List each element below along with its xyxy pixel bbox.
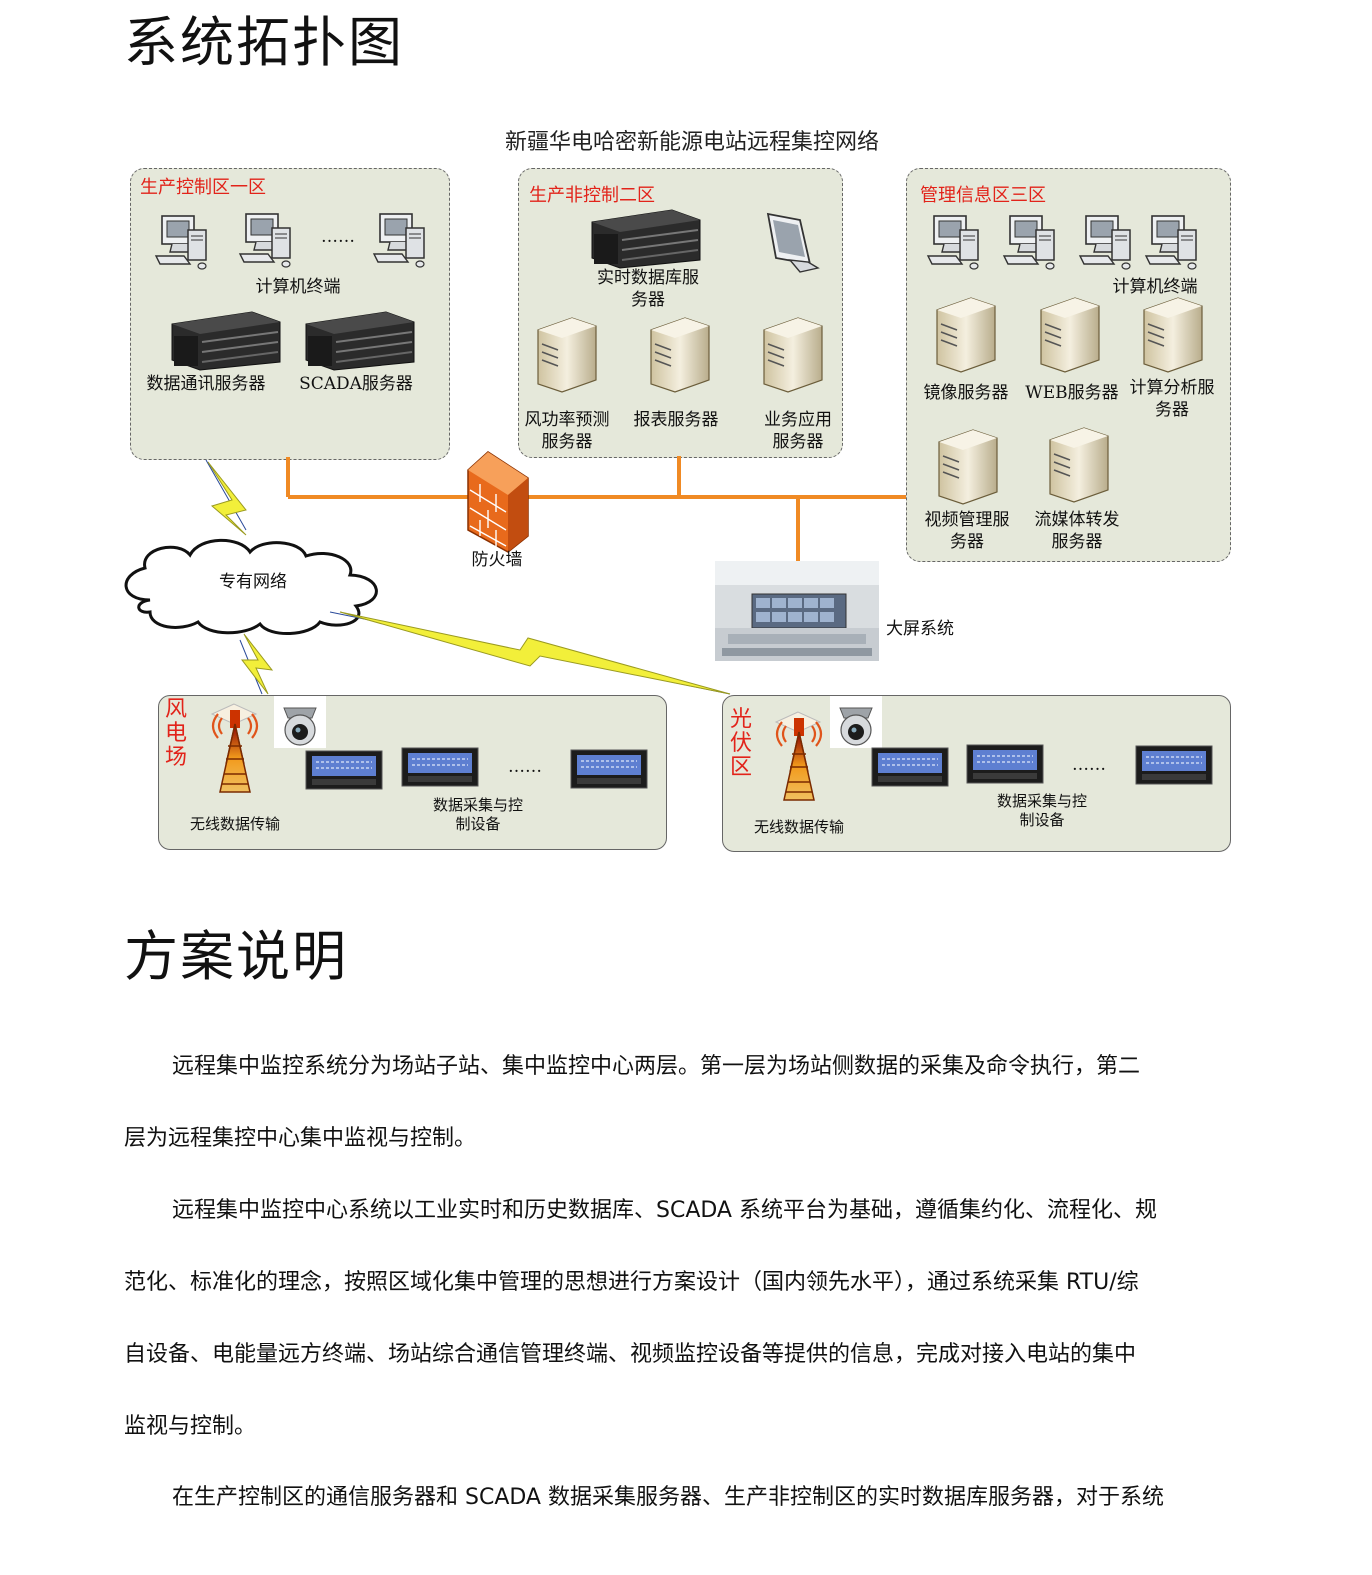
data-comm-server-label: 数据通讯服务器 <box>146 374 266 394</box>
wind-label: 风电场 <box>164 697 187 770</box>
wireless-links <box>205 459 731 695</box>
zone3-label: 管理信息区三区 <box>920 185 1046 206</box>
paragraph-1-line-1: 远程集中监控系统分为场站子站、集中监控中心两层。第一层为场站侧数据的采集及命令执… <box>172 1054 1141 1079</box>
pv-panel-icon-1 <box>871 747 949 787</box>
streaming-server-label-2: 服务器 <box>1051 532 1103 552</box>
mirror-server-label: 镜像服务器 <box>923 383 1009 403</box>
pv-dots: …… <box>1072 755 1106 775</box>
zone2-server-icons <box>537 317 823 393</box>
cloud-label: 专有网络 <box>219 572 287 592</box>
zone1-server-icons <box>171 311 415 371</box>
business-server-label-1: 业务应用 <box>764 410 832 430</box>
big-screen-label: 大屏系统 <box>886 619 954 639</box>
video-server-label-1: 视频管理服 <box>924 510 1010 530</box>
section-title-topology: 系统拓扑图 <box>124 11 404 74</box>
zone3-terminals-label: 计算机终端 <box>1112 277 1198 297</box>
firewall-icon <box>467 451 529 553</box>
rtdb-server-label-1: 实时数据库服 <box>597 268 699 288</box>
rtdb-server-icon <box>591 209 701 269</box>
wind-dots: …… <box>508 757 542 777</box>
pv-device-label-1: 数据采集与控 <box>996 792 1087 810</box>
zone1-dots: …… <box>321 227 355 247</box>
analysis-server-label-2: 务器 <box>1155 400 1189 420</box>
monitor-icon <box>766 212 820 273</box>
zone1-terminal-icons <box>155 213 425 270</box>
business-server-label-2: 服务器 <box>772 432 824 452</box>
pv-panel-icon-2 <box>966 744 1044 784</box>
wind-panel-icon-1 <box>305 750 383 790</box>
wind-device-label-2: 制设备 <box>455 815 501 833</box>
wind-panel-icon-3 <box>570 749 648 789</box>
paragraph-2-line-2: 范化、标准化的理念，按照区域化集中管理的思想进行方案设计（国内领先水平），通过系… <box>124 1270 1139 1295</box>
pv-wireless-label: 无线数据传输 <box>753 818 844 836</box>
pv-camera-icon <box>829 695 883 749</box>
big-screen-image <box>715 561 879 661</box>
web-server-label: WEB服务器 <box>1025 383 1119 403</box>
diagram-title: 新疆华电哈密新能源电站远程集控网络 <box>505 130 880 155</box>
streaming-server-label-1: 流媒体转发 <box>1034 510 1120 530</box>
zone3-server-icons <box>936 297 1203 505</box>
cloud-icon <box>124 538 378 636</box>
paragraph-2-line-3: 自设备、电能量远方终端、场站综合通信管理终端、视频监控设备等提供的信息，完成对接… <box>124 1342 1137 1367</box>
zone1-terminals-label: 计算机终端 <box>255 277 341 297</box>
wind-wireless-label: 无线数据传输 <box>189 815 280 833</box>
pv-panel-icon-3 <box>1135 745 1213 785</box>
rtdb-server-label-2: 务器 <box>631 290 665 310</box>
wind-forecast-server-label-1: 风功率预测 <box>524 410 610 430</box>
zone3-terminal-icons <box>927 215 1197 270</box>
wind-panel-icon-2 <box>401 747 479 787</box>
paragraph-3-line-1: 在生产控制区的通信服务器和 SCADA 数据采集服务器、生产非控制区的实时数据库… <box>172 1485 1164 1510</box>
section-title-scheme: 方案说明 <box>124 925 348 988</box>
paragraph-1-line-2: 层为远程集控中心集中监视与控制。 <box>124 1126 477 1151</box>
wind-camera-icon <box>273 695 327 749</box>
wind-device-label-1: 数据采集与控 <box>432 796 523 814</box>
zone2-label: 生产非控制二区 <box>529 185 655 206</box>
network-links <box>286 456 906 562</box>
analysis-server-label-1: 计算分析服 <box>1129 378 1215 398</box>
pv-label: 光伏区 <box>729 707 752 780</box>
zone1-label: 生产控制区一区 <box>140 177 266 198</box>
pv-tower-icon <box>774 710 823 802</box>
wind-tower-icon <box>210 702 259 794</box>
firewall-label: 防火墙 <box>471 550 523 570</box>
paragraph-2-line-4: 监视与控制。 <box>124 1414 257 1439</box>
paragraph-2-line-1: 远程集中监控中心系统以工业实时和历史数据库、SCADA 系统平台为基础，遵循集约… <box>172 1198 1157 1223</box>
pv-device-label-2: 制设备 <box>1019 811 1065 829</box>
video-server-label-2: 务器 <box>950 532 984 552</box>
wind-forecast-server-label-2: 服务器 <box>541 432 593 452</box>
report-server-label: 报表服务器 <box>633 410 719 430</box>
scada-server-label: SCADA服务器 <box>299 374 413 394</box>
